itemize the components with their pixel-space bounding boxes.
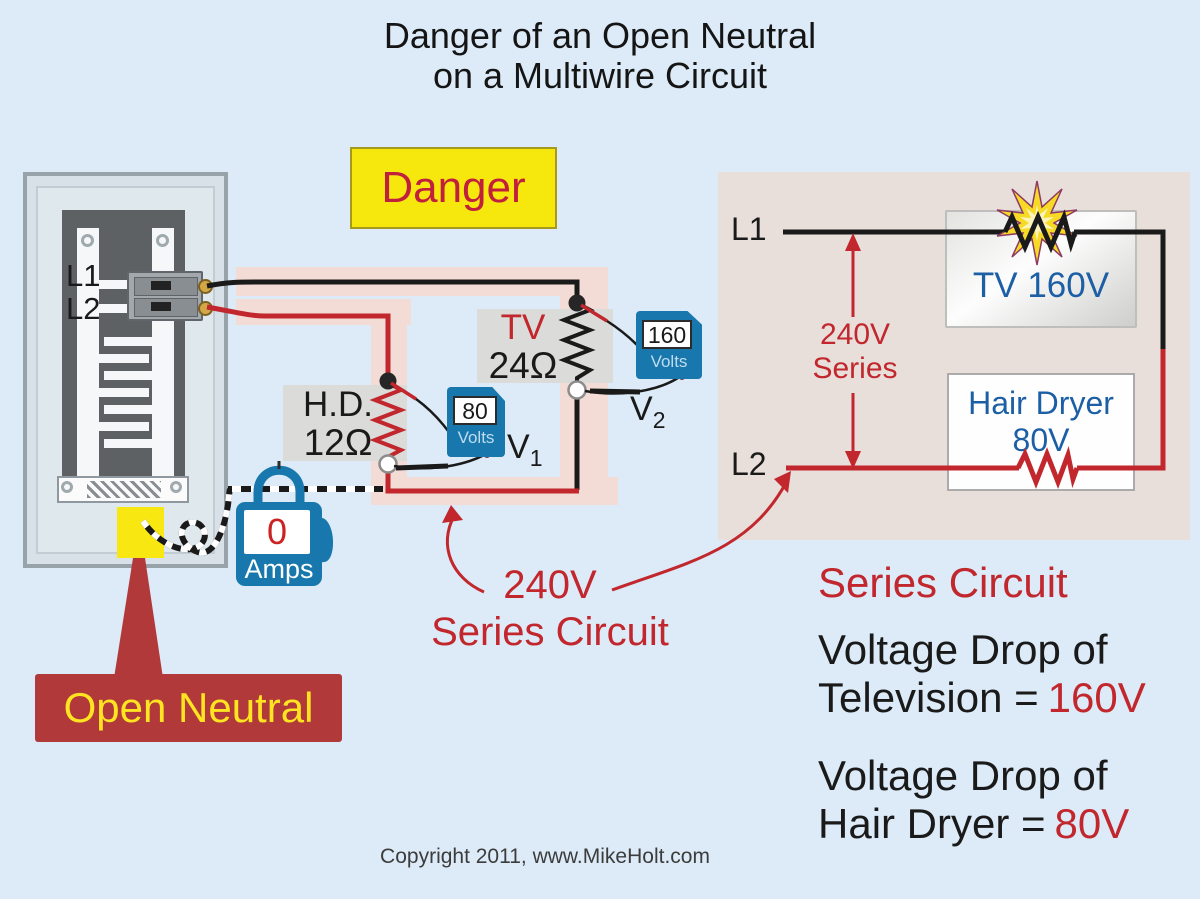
series-hair-dryer-box: Hair Dryer 80V <box>947 373 1135 491</box>
voltmeter-v1: 80 Volts <box>447 387 505 457</box>
tv-voltage-drop-value: 160V <box>1047 674 1146 721</box>
series-l1-label: L1 <box>731 211 767 247</box>
voltmeter-v1-unit: Volts <box>457 428 495 447</box>
series-l2-label: L2 <box>731 446 767 482</box>
bus-finger <box>104 371 154 380</box>
page-title-line2: on a Multiwire Circuit <box>432 55 768 96</box>
tv-resistance: 24Ω <box>488 345 558 386</box>
open-neutral-callout: Open Neutral <box>35 674 342 742</box>
panel-l1-label: L1 <box>66 258 101 293</box>
panel-l2-label: L2 <box>66 291 101 326</box>
hair-dryer-name: H.D. <box>303 385 373 424</box>
series-circuit-callout: 240V Series Circuit <box>395 562 705 656</box>
voltmeter-v2-unit: Volts <box>650 352 688 371</box>
breaker-pole <box>134 277 198 296</box>
bus-stab-tab <box>97 280 127 289</box>
open-neutral-label: Open Neutral <box>63 684 314 731</box>
series-hair-dryer-line2: 80V <box>1012 422 1070 458</box>
tv-name: TV <box>500 308 546 347</box>
danger-warning-box: Danger <box>350 147 557 229</box>
copyright-text: Copyright 2011, www.MikeHolt.com <box>380 845 710 868</box>
breaker-terminal-screw <box>198 301 213 316</box>
v1-label: V1 <box>507 428 543 471</box>
bus-finger <box>97 388 149 397</box>
hair-dryer-resistance: 12Ω <box>303 422 373 463</box>
open-neutral-pointer <box>114 558 163 678</box>
hair-dryer-voltage-drop-value: 80V <box>1054 800 1130 847</box>
open-neutral-break-marker <box>117 507 164 558</box>
bus-finger <box>104 337 154 346</box>
hair-dryer-load-label: H.D. 12Ω <box>283 385 407 463</box>
series-tv-label: TV 160V <box>972 266 1110 305</box>
bus-stab-tab <box>97 304 127 313</box>
series-tv-box: TV 160V <box>945 210 1137 328</box>
summary-block: Series Circuit Voltage Drop of Televisio… <box>818 560 1200 848</box>
bus-finger <box>97 354 149 363</box>
clamp-ammeter-unit: Amps <box>244 554 314 584</box>
voltmeter-v1-value: 80 <box>462 398 488 424</box>
breaker-pole <box>134 298 198 317</box>
bus-finger <box>104 405 154 414</box>
circuit-highlight-top <box>236 267 608 296</box>
bus-finger <box>104 439 154 448</box>
summary-heading: Series Circuit <box>818 559 1068 606</box>
bus-bar-left <box>77 228 99 479</box>
bus-bar-right <box>152 228 174 479</box>
summary-item-tv: Voltage Drop of Television =160V <box>818 626 1146 721</box>
breaker-handle <box>151 302 171 311</box>
series-240v-label: 240V Series <box>812 318 898 385</box>
series-hair-dryer-line1: Hair Dryer <box>968 385 1114 421</box>
voltmeter-v2: 160 Volts <box>636 311 702 379</box>
circuit-highlight-bottom <box>371 477 618 505</box>
neutral-bar-screw <box>61 481 73 493</box>
bus-screw-hole <box>156 234 169 247</box>
tv-load-label: TV 24Ω <box>477 308 613 386</box>
page-title-line1: Danger of an Open Neutral <box>383 15 817 56</box>
voltmeter-v2-value: 160 <box>647 322 687 348</box>
danger-label: Danger <box>381 163 526 212</box>
two-pole-breaker <box>127 271 203 321</box>
bus-finger <box>97 422 149 431</box>
breaker-handle <box>151 281 171 290</box>
neutral-bar <box>57 476 189 503</box>
neutral-bar-terminals <box>87 481 161 498</box>
voltmeter-v1-display: 80 <box>453 396 497 425</box>
series-callout-line2: Series Circuit <box>431 610 669 654</box>
voltmeter-v2-display: 160 <box>642 320 692 349</box>
summary-item-hair-dryer: Voltage Drop of Hair Dryer =80V <box>818 752 1130 847</box>
bus-screw-hole <box>81 234 94 247</box>
clamp-ammeter: 0 Amps <box>236 502 322 586</box>
v2-label: V2 <box>630 390 666 433</box>
breaker-terminal-screw <box>198 279 213 294</box>
clamp-ammeter-display: 0 <box>244 510 310 554</box>
series-callout-line1: 240V <box>503 563 597 607</box>
neutral-bar-screw <box>170 481 182 493</box>
page-title: Danger of an Open Neutral on a Multiwire… <box>0 16 1200 96</box>
